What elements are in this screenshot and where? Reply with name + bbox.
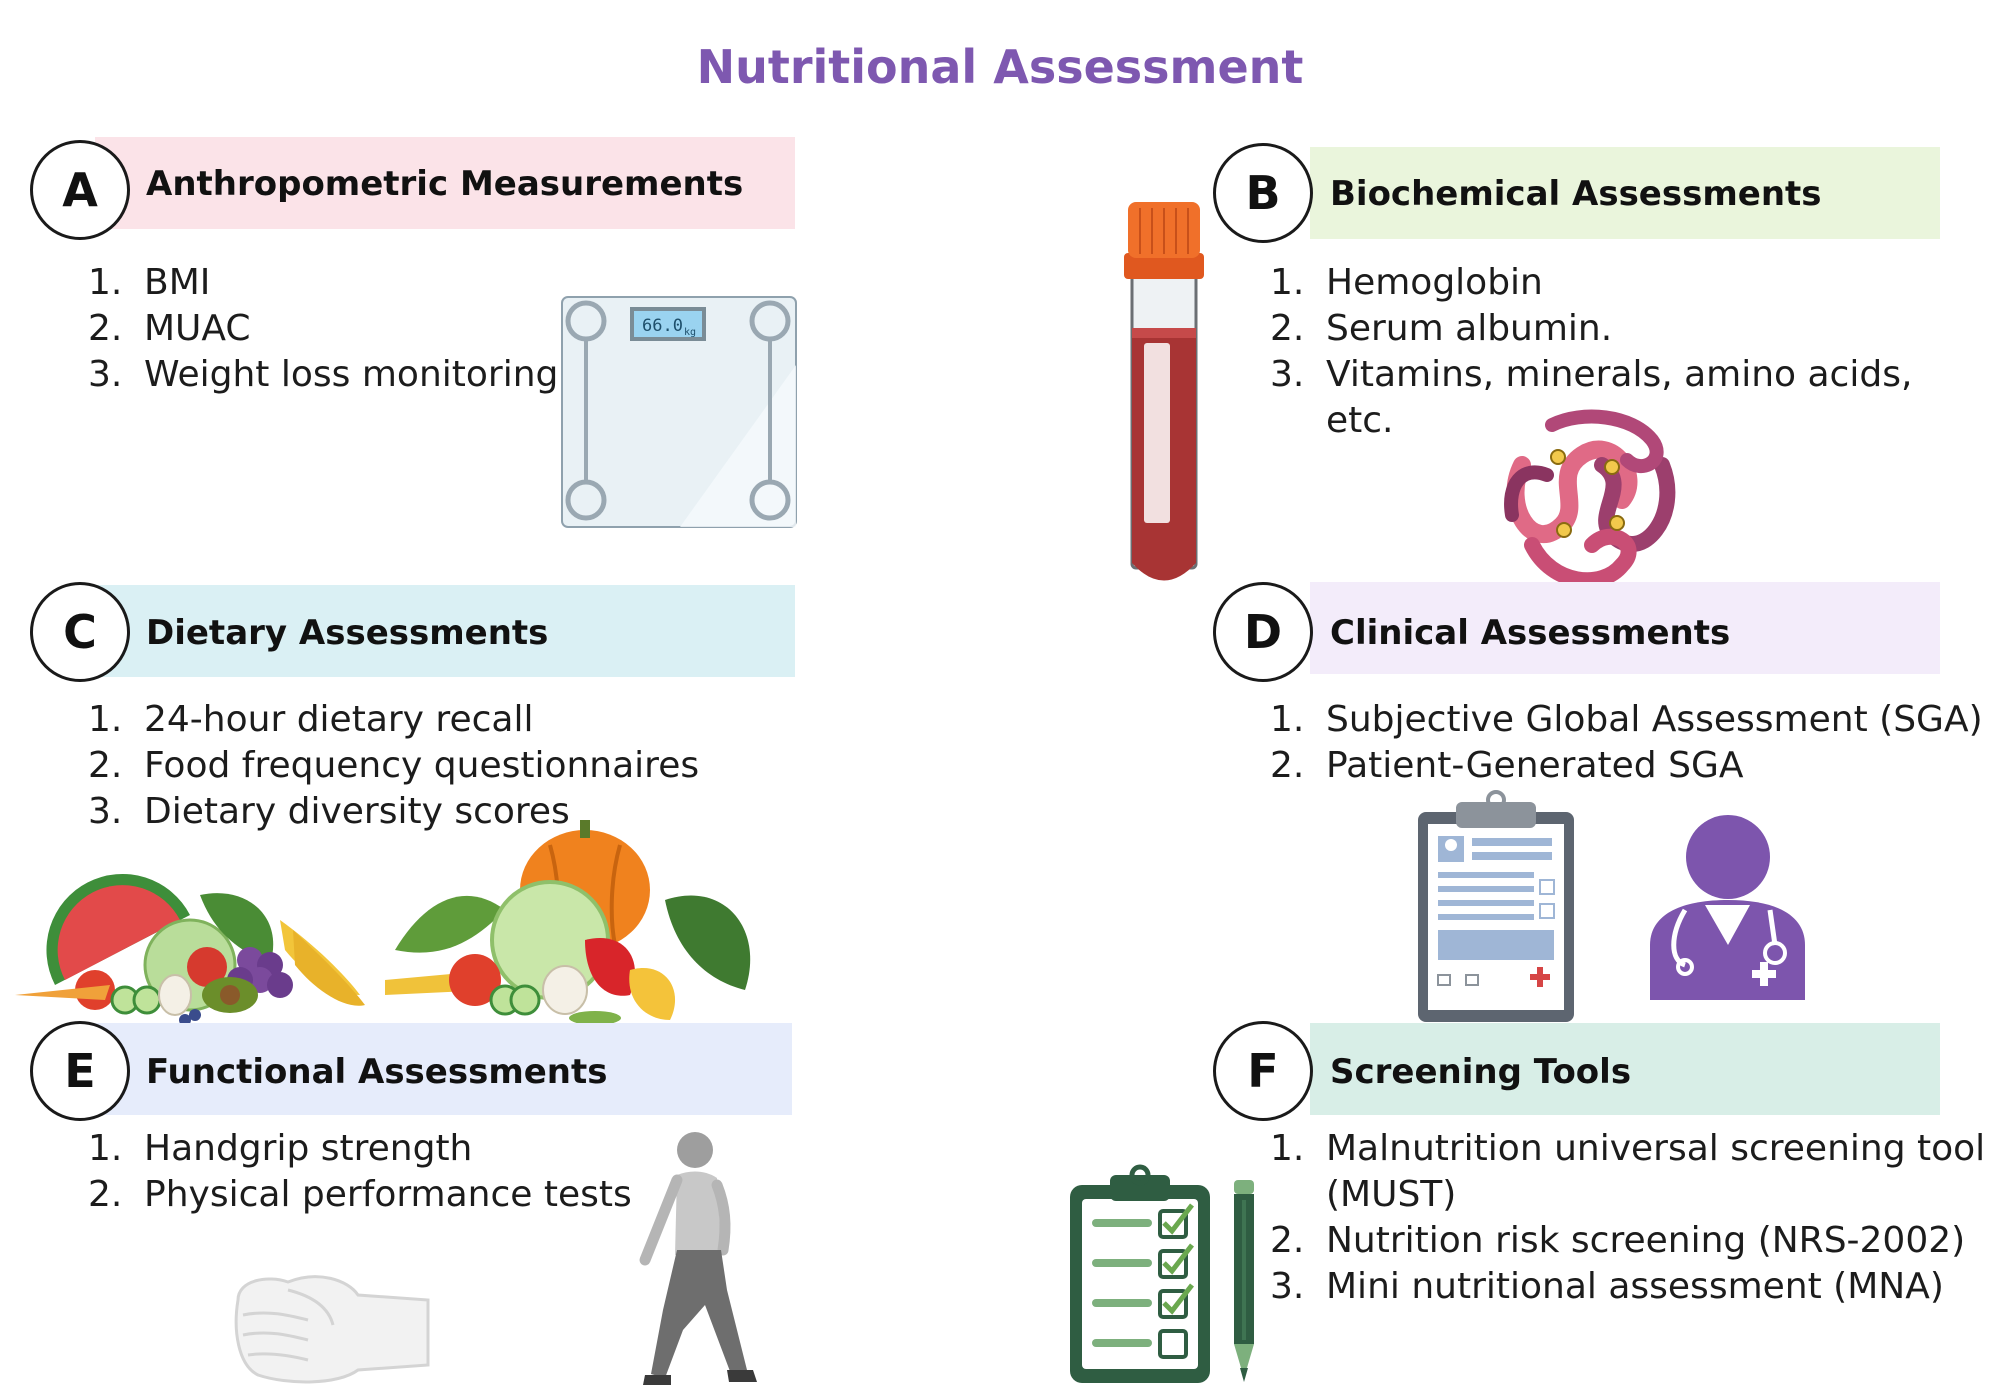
list-item: 1.Subjective Global Assessment (SGA) (1270, 699, 1983, 740)
list-item: 2.Patient-Generated SGA (1270, 745, 1744, 786)
page-title: Nutritional Assessment (696, 40, 1304, 94)
section-a-heading: Anthropometric Measurements (146, 164, 744, 204)
list-item: 1.Malnutrition universal screening tool (1270, 1128, 1986, 1169)
section-f-badge: F (1213, 1021, 1313, 1121)
section-d-heading: Clinical Assessments (1330, 613, 1731, 653)
list-item: 3.Weight loss monitoring (88, 354, 559, 395)
list-item: 2.Physical performance tests (88, 1174, 632, 1215)
section-b-list: 1.Hemoglobin 2.Serum albumin. 3.Vitamins… (1270, 260, 1990, 444)
section-c-badge: C (30, 582, 130, 682)
doctor-icon (1650, 815, 1805, 1000)
bathroom-scale-icon: 66.0 kg (561, 296, 797, 528)
section-d-list: 1.Subjective Global Assessment (SGA) 2.P… (1270, 697, 1990, 789)
list-item: 2.MUAC (88, 308, 251, 349)
checklist-clipboard-icon (1070, 1164, 1210, 1383)
list-item: 2.Food frequency questionnaires (88, 745, 700, 786)
section-f-heading: Screening Tools (1330, 1052, 1632, 1092)
list-item: 1.BMI (88, 262, 211, 303)
section-d-badge: D (1213, 582, 1313, 682)
section-e-heading: Functional Assessments (146, 1052, 608, 1092)
section-e-band (95, 1023, 792, 1115)
section-a-badge: A (30, 140, 130, 240)
medical-clipboard-icon (1418, 790, 1574, 1022)
section-f-list: 1.Malnutrition universal screening tool … (1270, 1126, 1990, 1310)
section-d-band (1310, 582, 1940, 674)
section-c-list: 1.24-hour dietary recall 2.Food frequenc… (88, 697, 728, 835)
section-b-band (1310, 147, 1940, 239)
section-e-badge: E (30, 1021, 130, 1121)
hemoglobin-protein-icon (1504, 409, 1676, 589)
fist-icon (234, 1275, 430, 1384)
pencil-icon (1234, 1180, 1254, 1382)
list-item: 3.Mini nutritional assessment (MNA) (1270, 1266, 1944, 1307)
section-b-heading: Biochemical Assessments (1330, 174, 1822, 214)
walking-person-icon (639, 1132, 757, 1385)
section-f-band (1310, 1023, 1940, 1115)
list-item: 2.Serum albumin. (1270, 308, 1613, 349)
section-a-band (95, 137, 795, 229)
blood-tube-icon (1124, 202, 1204, 581)
list-item: 1.Hemoglobin (1270, 262, 1543, 303)
section-a-list: 1.BMI 2.MUAC 3.Weight loss monitoring (88, 260, 588, 398)
section-e-list: 1.Handgrip strength 2.Physical performan… (88, 1126, 688, 1218)
scale-unit: kg (684, 327, 696, 338)
list-item: (MUST) (1326, 1174, 1457, 1215)
list-item: 1.24-hour dietary recall (88, 699, 534, 740)
section-b-badge: B (1213, 143, 1313, 243)
list-item: 3.Vitamins, minerals, amino acids, etc. (1270, 354, 1913, 441)
list-item: 1.Handgrip strength (88, 1128, 473, 1169)
scale-reading: 66.0 (642, 316, 683, 336)
vegetables-icon (385, 820, 751, 1025)
section-c-heading: Dietary Assessments (146, 613, 549, 653)
section-c-band (95, 585, 795, 677)
fruits-icon (15, 873, 365, 1026)
list-item: 2.Nutrition risk screening (NRS-2002) (1270, 1220, 1966, 1261)
list-item: 3.Dietary diversity scores (88, 791, 570, 832)
